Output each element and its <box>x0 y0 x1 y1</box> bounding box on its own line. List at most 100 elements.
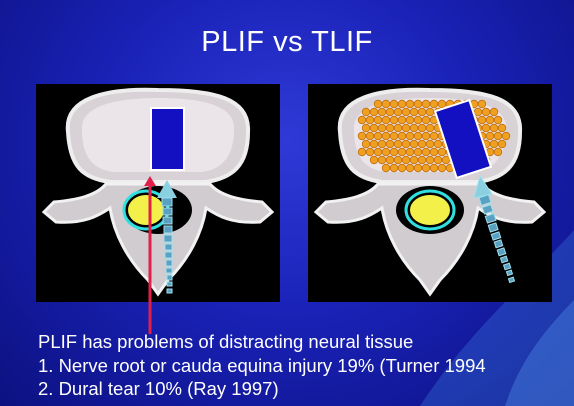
graft-pellet <box>498 124 506 132</box>
graft-pellet <box>394 124 402 132</box>
graft-pellet <box>370 140 378 148</box>
graft-pellet <box>438 164 446 172</box>
graft-pellet <box>366 116 374 124</box>
graft-pellet <box>390 116 398 124</box>
graft-pellet <box>498 140 506 148</box>
graft-pellet <box>362 140 370 148</box>
graft-pellet <box>366 148 374 156</box>
graft-pellet <box>362 108 370 116</box>
body-point: 2. Dural tear 10% (Ray 1997) <box>38 377 574 401</box>
graft-pellet <box>406 100 414 108</box>
graft-pellet <box>406 148 414 156</box>
graft-pellet <box>398 132 406 140</box>
graft-pellet <box>378 156 386 164</box>
graft-pellet <box>410 124 418 132</box>
graft-pellet <box>370 156 378 164</box>
graft-pellet <box>374 100 382 108</box>
graft-pellet <box>398 116 406 124</box>
graft-pellet <box>482 124 490 132</box>
graft-pellet <box>486 132 494 140</box>
graft-pellet <box>382 148 390 156</box>
graft-pellet <box>430 100 438 108</box>
graft-pellet <box>414 132 422 140</box>
graft-pellet <box>438 148 446 156</box>
graft-pellet <box>414 164 422 172</box>
graft-pellet <box>422 132 430 140</box>
graft-pellet <box>434 140 442 148</box>
graft-pellet <box>494 116 502 124</box>
graft-pellet <box>422 164 430 172</box>
graft-pellet <box>422 116 430 124</box>
graft-pellet <box>362 124 370 132</box>
graft-pellet <box>406 132 414 140</box>
graft-pellet <box>386 108 394 116</box>
graft-pellet <box>490 140 498 148</box>
graft-pellet <box>398 164 406 172</box>
graft-pellet <box>426 140 434 148</box>
graft-pellet <box>374 116 382 124</box>
graft-pellet <box>390 100 398 108</box>
graft-pellet <box>430 132 438 140</box>
graft-pellet <box>390 148 398 156</box>
graft-pellet <box>426 108 434 116</box>
graft-pellet <box>422 148 430 156</box>
body-point: 1. Nerve root or cauda equina injury 19%… <box>38 354 574 378</box>
graft-pellet <box>478 116 486 124</box>
graft-pellet <box>390 132 398 140</box>
graft-pellet <box>358 132 366 140</box>
graft-pellet <box>394 140 402 148</box>
graft-pellet <box>382 132 390 140</box>
graft-pellet <box>398 148 406 156</box>
graft-pellet <box>386 124 394 132</box>
graft-pellet <box>418 108 426 116</box>
graft-pellet <box>434 156 442 164</box>
graft-pellet <box>414 116 422 124</box>
graft-pellet <box>378 108 386 116</box>
graft-pellet <box>438 100 446 108</box>
graft-pellet <box>486 116 494 124</box>
graft-pellet <box>502 132 510 140</box>
graft-pellet <box>414 100 422 108</box>
graft-pellet <box>382 164 390 172</box>
graft-pellet <box>374 132 382 140</box>
graft-pellet <box>410 140 418 148</box>
graft-pellet <box>402 140 410 148</box>
graft-pellet <box>398 100 406 108</box>
graft-pellet <box>414 148 422 156</box>
graft-pellet <box>382 100 390 108</box>
graft-pellet <box>406 164 414 172</box>
body-heading: PLIF has problems of distracting neural … <box>38 330 574 354</box>
graft-pellet <box>378 124 386 132</box>
graft-pellet <box>394 156 402 164</box>
graft-pellet <box>430 164 438 172</box>
graft-pellet <box>402 108 410 116</box>
graft-pellet <box>478 100 486 108</box>
interbody-cage <box>151 108 184 170</box>
graft-pellet <box>410 108 418 116</box>
graft-pellet <box>490 108 498 116</box>
graft-pellet <box>418 140 426 148</box>
graft-pellet <box>386 156 394 164</box>
graft-pellet <box>386 140 394 148</box>
graft-pellet <box>418 124 426 132</box>
tlif-vertebra-image <box>308 84 552 302</box>
graft-pellet <box>442 156 450 164</box>
graft-pellet <box>402 124 410 132</box>
graft-pellet <box>374 148 382 156</box>
graft-pellet <box>378 140 386 148</box>
graft-pellet <box>426 156 434 164</box>
graft-pellet <box>494 132 502 140</box>
graft-pellet <box>382 116 390 124</box>
graft-pellet <box>474 108 482 116</box>
graft-pellet <box>358 116 366 124</box>
graft-pellet <box>406 116 414 124</box>
graft-pellet <box>430 148 438 156</box>
graft-pellet <box>370 124 378 132</box>
graft-pellet <box>426 124 434 132</box>
graft-pellet <box>366 132 374 140</box>
graft-pellet <box>490 124 498 132</box>
plif-vertebra-image <box>36 84 280 302</box>
graft-pellet <box>394 108 402 116</box>
slide-body: PLIF has problems of distracting neural … <box>38 330 574 401</box>
graft-pellet <box>358 148 366 156</box>
